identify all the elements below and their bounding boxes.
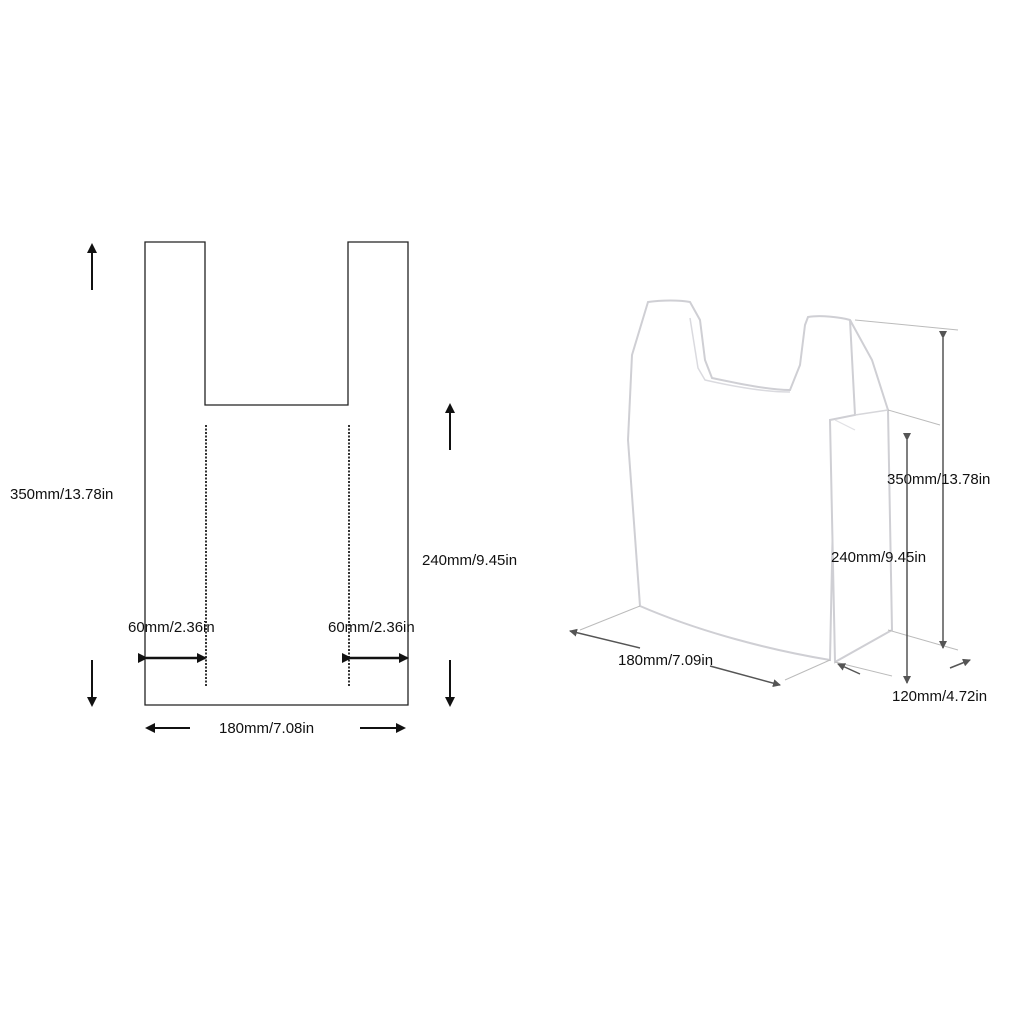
iso-height-label: 350mm/13.78in bbox=[887, 471, 990, 488]
iso-depth-arrow-left bbox=[837, 663, 861, 675]
iso-height-ext-top bbox=[854, 319, 959, 331]
flat-left-handle-label: 60mm/2.36in bbox=[128, 619, 215, 636]
iso-body-height-ext-top bbox=[887, 409, 941, 426]
iso-gusset-fold bbox=[854, 409, 889, 416]
iso-view: 350mm/13.78in 240mm/9.45in 180mm/7.09in … bbox=[569, 299, 990, 705]
flat-height-label: 350mm/13.78in bbox=[10, 486, 113, 503]
iso-body-height-label: 240mm/9.45in bbox=[831, 549, 926, 566]
iso-bag-front-panel bbox=[626, 299, 860, 662]
iso-depth-label: 120mm/4.72in bbox=[892, 688, 987, 705]
flat-view: 350mm/13.78in 240mm/9.45in 60mm/2.36in 6… bbox=[10, 241, 517, 737]
iso-height-ext-bottom bbox=[887, 629, 959, 651]
iso-depth-arrow bbox=[949, 658, 971, 669]
iso-width-label: 180mm/7.09in bbox=[618, 652, 713, 669]
iso-width-arrow-left bbox=[569, 628, 641, 649]
flat-right-handle-label: 60mm/2.36in bbox=[328, 619, 415, 636]
iso-bag-handle-cutout bbox=[689, 317, 791, 393]
flat-width-label: 180mm/7.08in bbox=[219, 720, 314, 737]
iso-bag-side-gusset bbox=[828, 319, 894, 664]
iso-width-ext-left bbox=[579, 605, 641, 631]
iso-width-arrow-right bbox=[709, 665, 781, 688]
iso-gusset-inner-fold bbox=[834, 419, 856, 431]
iso-depth-ext bbox=[834, 661, 893, 677]
iso-width-ext-right bbox=[784, 659, 831, 681]
flat-bag-outline bbox=[144, 241, 409, 706]
flat-body-height-label: 240mm/9.45in bbox=[422, 552, 517, 569]
